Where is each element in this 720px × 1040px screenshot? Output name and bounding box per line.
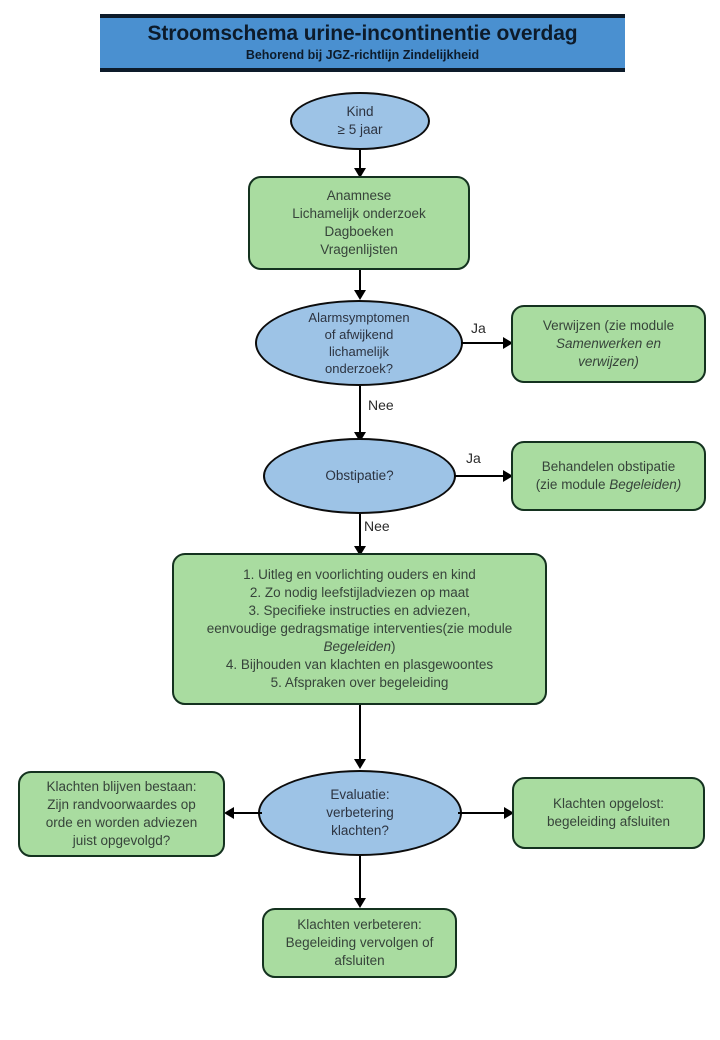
connector-alarm-to-refer — [461, 341, 509, 345]
connector-interventions-to-evaluation — [358, 705, 362, 765]
edge-label-constipation-no: Nee — [364, 518, 390, 534]
node-treat-constipation: Behandelen obstipatie (zie module Begele… — [511, 441, 706, 511]
node-evaluation: Evaluatie: verbetering klachten? — [258, 770, 462, 856]
node-refer-line-2: Samenwerken en — [555, 336, 662, 352]
intervention-item-3-cont-italic: Begeleiden — [323, 639, 392, 655]
arrowhead-constipation-to-interventions — [354, 546, 366, 556]
node-improving-line-3: afsluiten — [334, 952, 385, 968]
node-refer: Verwijzen (zie module Samenwerken en ver… — [511, 305, 706, 383]
node-start-line-2: ≥ 5 jaar — [337, 122, 383, 137]
node-evaluation-line-2: verbetering — [326, 805, 394, 821]
connector-assessment-to-alarm — [358, 270, 362, 294]
edge-label-alarm-yes: Ja — [471, 320, 486, 336]
node-assessment-line-2: Lichamelijk onderzoek — [292, 206, 426, 222]
connector-start-to-assessment — [358, 150, 362, 172]
node-assessment: Anamnese Lichamelijk onderzoek Dagboeken… — [248, 176, 470, 270]
node-assessment-line-4: Vragenlijsten — [320, 241, 398, 257]
node-resolved-line-1: Klachten opgelost: — [552, 796, 665, 812]
arrowhead-interventions-to-evaluation — [354, 759, 366, 769]
node-treat-line-1: Behandelen obstipatie — [541, 459, 676, 475]
arrowhead-alarm-to-constipation — [354, 432, 366, 442]
node-resolved-line-2: begeleiding afsluiten — [546, 814, 671, 829]
arrowhead-evaluation-to-resolved — [504, 807, 514, 819]
node-refer-line-3: verwijzen) — [578, 353, 639, 369]
node-alarm-line-2: of afwijkend — [324, 326, 394, 342]
chart-title: Stroomschema urine-incontinentie overdag — [147, 22, 578, 46]
node-improving-line-2: Begeleiding vervolgen of — [285, 935, 434, 951]
intervention-item-3-cont-suffix: ) — [391, 639, 396, 655]
edge-label-alarm-no: Nee — [368, 397, 394, 413]
node-interventions: 1. Uitleg en voorlichting ouders en kind… — [172, 553, 547, 705]
arrowhead-assessment-to-alarm — [354, 290, 366, 300]
node-evaluation-line-1: Evaluatie: — [330, 787, 390, 803]
node-treat-line-2: (zie module Begeleiden) — [520, 476, 697, 494]
intervention-item-3-cont-prefix: eenvoudige gedragsmatige interventies(zi… — [206, 620, 513, 636]
node-alarm-decision: Alarmsymptomen of afwijkend lichamelijk … — [255, 300, 463, 386]
chart-subtitle: Behorend bij JGZ-richtlijn Zindelijkheid — [245, 48, 480, 63]
node-refer-line-1: Verwijzen (zie module — [542, 318, 675, 334]
node-assessment-line-3: Dagboeken — [324, 224, 394, 239]
connector-alarm-to-constipation — [358, 386, 362, 438]
connector-evaluation-to-persist — [232, 811, 262, 815]
node-alarm-line-3: lichamelijk — [329, 344, 389, 359]
arrowhead-evaluation-to-persist — [224, 807, 234, 819]
node-constipation-decision: Obstipatie? — [263, 438, 456, 514]
node-start-line-1: Kind — [346, 104, 374, 120]
arrowhead-constipation-to-treat — [503, 470, 513, 482]
intervention-item-2: 2. Zo nodig leefstijladviezen op maat — [249, 584, 470, 600]
node-complaints-improving: Klachten verbeteren: Begeleiding vervolg… — [262, 908, 457, 978]
node-persist-line-1: Klachten blijven bestaan: — [46, 779, 197, 795]
node-complaints-persist: Klachten blijven bestaan: Zijn randvoorw… — [18, 771, 225, 857]
intervention-item-3-continuation: eenvoudige gedragsmatige interventies(zi… — [186, 620, 533, 656]
node-start-kind: Kind ≥ 5 jaar — [290, 92, 430, 150]
intervention-item-5: 5. Afspraken over begeleiding — [270, 675, 449, 691]
arrowhead-evaluation-to-improving — [354, 898, 366, 908]
arrowhead-alarm-to-refer — [503, 337, 513, 349]
node-persist-line-4: juist opgevolgd? — [72, 832, 171, 848]
arrowhead-start-to-assessment — [354, 168, 366, 178]
node-alarm-line-4: onderzoek? — [325, 361, 393, 377]
node-constipation-line-1: Obstipatie? — [325, 468, 394, 484]
node-treat-line-2-italic: Begeleiden) — [609, 477, 682, 492]
chart-title-banner: Stroomschema urine-incontinentie overdag… — [100, 14, 625, 72]
node-alarm-line-1: Alarmsymptomen — [308, 309, 410, 325]
node-persist-line-3: orde en worden adviezen — [45, 815, 198, 830]
node-persist-line-2: Zijn randvoorwaardes op — [47, 797, 196, 813]
node-treat-line-2-prefix: (zie module — [535, 477, 610, 492]
node-assessment-line-1: Anamnese — [326, 188, 392, 204]
intervention-item-1: 1. Uitleg en voorlichting ouders en kind — [243, 566, 476, 582]
node-evaluation-line-3: klachten? — [331, 822, 389, 838]
connector-constipation-to-interventions — [358, 514, 362, 554]
edge-label-constipation-yes: Ja — [466, 450, 481, 466]
connector-evaluation-to-resolved — [458, 811, 510, 815]
intervention-item-3: 3. Specifieke instructies en adviezen, — [248, 602, 471, 618]
node-improving-line-1: Klachten verbeteren: — [297, 917, 422, 933]
connector-constipation-to-treat — [454, 474, 509, 478]
node-complaints-resolved: Klachten opgelost: begeleiding afsluiten — [512, 777, 705, 849]
intervention-item-4: 4. Bijhouden van klachten en plasgewoont… — [225, 657, 494, 673]
connector-evaluation-to-improving — [358, 856, 362, 904]
